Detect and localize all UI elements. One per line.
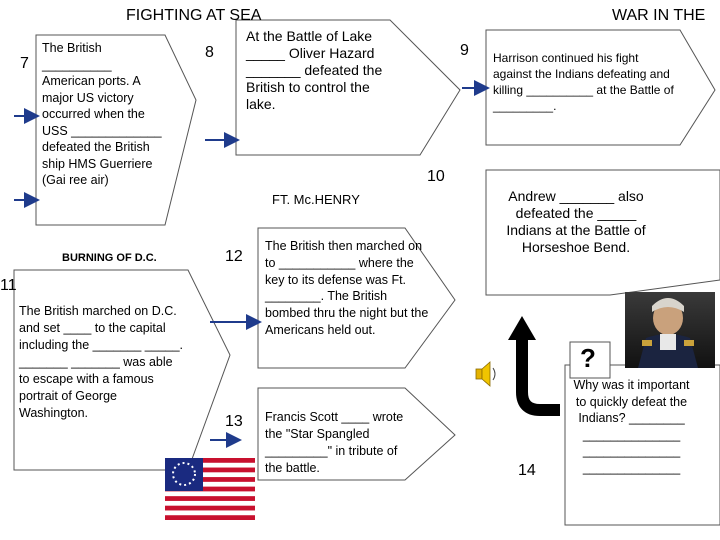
box-12-shape [257, 227, 456, 369]
speaker-icon [475, 361, 496, 387]
flag-stripe [165, 505, 255, 511]
number-11: 11 [0, 277, 17, 294]
question-mark: ? [580, 343, 596, 373]
number-13: 13 [225, 413, 243, 430]
number-8: 8 [205, 44, 214, 61]
portrait-image [625, 292, 715, 368]
header-war-in-the: WAR IN THE [612, 7, 706, 24]
header-fighting-at-sea: FIGHTING AT SEA [126, 7, 262, 24]
box-14-text: Why was it important to quickly defeat t… [573, 378, 690, 475]
box-13-text: Francis Scott ____ wrote the "Star Spang… [265, 410, 404, 475]
box-11-shape [13, 269, 231, 471]
flag-stripe [165, 467, 255, 473]
question-box [569, 341, 611, 379]
box-8-text: At the Battle of Lake _____ Oliver Hazar… [246, 28, 383, 112]
box-13-shape [257, 387, 456, 481]
box-11-text: The British marched on D.C. and set ____… [19, 304, 184, 420]
number-14: 14 [518, 462, 536, 479]
flag-stripe [165, 496, 255, 501]
box-10-text: Andrew _______ also defeated the _____ I… [506, 188, 646, 255]
box-10-shape [485, 169, 720, 296]
ft-mchenry-title: FT. Mc.HENRY [272, 192, 360, 207]
box-9-shape [485, 29, 716, 146]
burning-of-dc-title: BURNING OF D.C. [62, 252, 157, 264]
flag-stripe [165, 486, 255, 492]
flag-stripe [165, 515, 255, 520]
flag-image [165, 458, 255, 520]
number-7: 7 [20, 55, 29, 72]
curved-arrow-icon [508, 316, 560, 416]
number-9: 9 [460, 42, 469, 59]
box-7-text: The British __________ American ports. A… [42, 41, 162, 187]
number-12: 12 [225, 248, 243, 265]
number-10: 10 [427, 168, 445, 185]
box-12-text: The British then marched on to _________… [265, 239, 429, 337]
flag-stripe [165, 477, 255, 482]
flag-stripe [165, 458, 255, 463]
box-9-text: Harrison continued his fight against the… [493, 51, 674, 113]
